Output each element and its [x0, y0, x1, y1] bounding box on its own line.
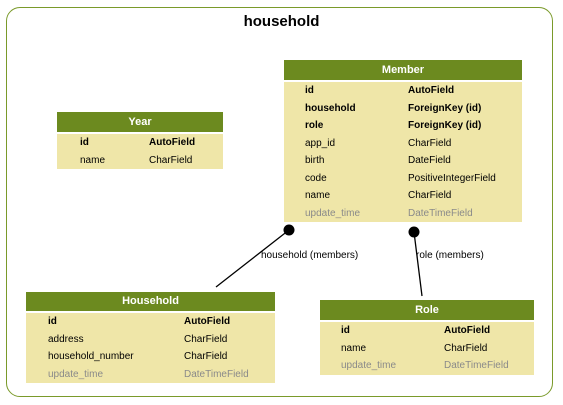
field-row: id AutoField [57, 134, 223, 152]
field-name: code [305, 172, 327, 184]
field-row: household ForeignKey (id) [284, 100, 522, 118]
diagram-frame [6, 7, 553, 397]
field-type: CharField [184, 333, 228, 345]
field-type: DateField [408, 155, 451, 166]
field-type: ForeignKey (id) [408, 120, 482, 131]
field-name: address [48, 333, 84, 345]
field-name: id [305, 85, 314, 96]
field-name: name [80, 154, 106, 166]
model-member-header: Member [284, 60, 522, 82]
field-type: AutoField [444, 325, 491, 336]
field-row: household_number CharField [26, 348, 275, 366]
diagram-title: household [243, 13, 320, 30]
field-row: update_time DateTimeField [26, 366, 275, 384]
field-type: AutoField [184, 316, 231, 327]
model-household: Household id AutoField address CharField… [26, 292, 275, 383]
field-name: name [341, 342, 367, 354]
field-name: update_time [341, 360, 397, 371]
field-type: ForeignKey (id) [408, 102, 482, 114]
field-type: CharField [408, 190, 452, 201]
model-year: Year id AutoField name CharField [57, 112, 223, 169]
model-member: Member id AutoField household ForeignKey… [284, 60, 522, 222]
field-row: app_id CharField [284, 135, 522, 153]
field-type: DateTimeField [444, 360, 509, 371]
field-row: code PositiveIntegerField [284, 170, 522, 188]
field-type: AutoField [149, 137, 196, 148]
model-role: Role id AutoField name CharField update_… [320, 300, 534, 375]
field-row: update_time DateTimeField [320, 357, 534, 375]
relation-endpoint-role [408, 226, 420, 238]
field-row: address CharField [26, 331, 275, 349]
relation-label-role: role (members) [416, 250, 484, 261]
model-household-header: Household [26, 292, 275, 313]
field-name: app_id [305, 137, 336, 149]
field-type: CharField [184, 351, 228, 362]
field-row: role ForeignKey (id) [284, 117, 522, 135]
field-name: role [305, 120, 324, 131]
field-row: update_time DateTimeField [284, 205, 522, 223]
field-type: PositiveIntegerField [408, 172, 496, 184]
model-year-header: Year [57, 112, 223, 134]
model-role-header: Role [320, 300, 534, 322]
relation-line-household [215, 229, 290, 288]
field-name: household_number [48, 351, 134, 362]
field-row: birth DateField [284, 152, 522, 170]
field-name: id [341, 325, 350, 336]
relation-line-role [413, 231, 423, 297]
field-name: name [305, 190, 331, 201]
field-name: update_time [48, 368, 104, 380]
field-type: DateTimeField [408, 207, 473, 219]
field-type: CharField [149, 154, 193, 166]
field-row: name CharField [57, 152, 223, 170]
field-type: AutoField [408, 85, 455, 96]
field-row: id AutoField [284, 82, 522, 100]
field-row: name CharField [284, 187, 522, 205]
field-type: CharField [408, 137, 452, 149]
field-name: update_time [305, 207, 361, 219]
field-row: id AutoField [26, 313, 275, 331]
field-name: id [48, 316, 57, 327]
field-type: CharField [444, 342, 488, 354]
field-type: DateTimeField [184, 368, 249, 380]
field-name: birth [305, 155, 325, 166]
field-name: id [80, 137, 89, 148]
field-row: id AutoField [320, 322, 534, 340]
relation-label-household: household (members) [261, 250, 359, 261]
field-name: household [305, 102, 356, 114]
field-row: name CharField [320, 340, 534, 358]
relation-endpoint-household [283, 224, 295, 236]
